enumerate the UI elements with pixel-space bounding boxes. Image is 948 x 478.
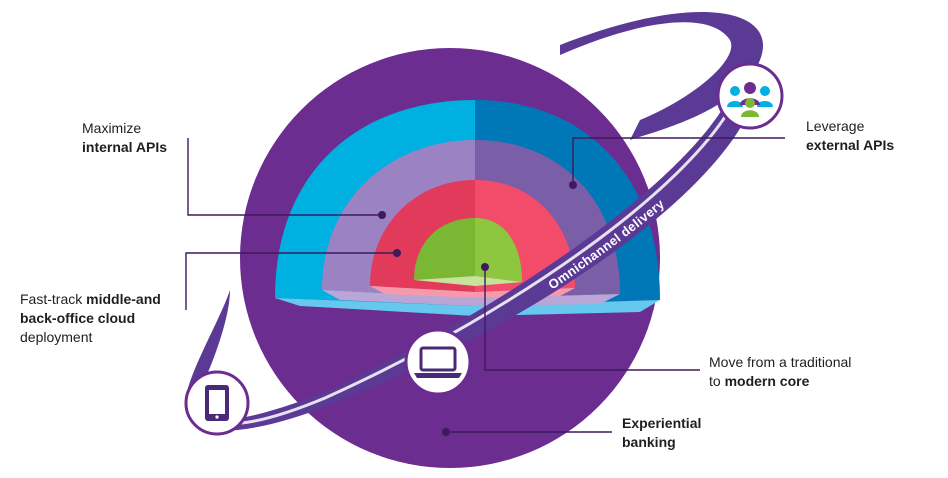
- tablet-icon: [184, 370, 250, 436]
- connector-internal-apis: [187, 138, 382, 216]
- label-experiential-banking: Experiential banking: [622, 415, 702, 450]
- outer-layer-base: [275, 298, 660, 316]
- core-left: [414, 218, 475, 280]
- label-external-apis: Leverage external APIs: [806, 118, 895, 153]
- dot-experiential: [442, 428, 450, 436]
- laptop-icon: [404, 328, 472, 396]
- dot-external-apis: [569, 181, 577, 189]
- orbit-ring-back: [560, 12, 764, 141]
- people-group-icon: [716, 62, 784, 130]
- connector-dots: [378, 181, 577, 436]
- connector-core: [484, 267, 700, 371]
- label-cloud-deployment: Fast-track middle-and back-office cloud …: [20, 291, 161, 345]
- dot-cloud: [393, 249, 401, 257]
- label-internal-apis: Maximize internal APIs: [82, 120, 168, 155]
- connector-external-apis: [572, 137, 785, 185]
- dot-core: [481, 263, 489, 271]
- connector-cloud: [185, 252, 397, 310]
- connectors: [185, 137, 785, 433]
- dot-internal-apis: [378, 211, 386, 219]
- core-base: [414, 276, 522, 286]
- label-modern-core: Move from a traditional to modern core: [709, 354, 852, 389]
